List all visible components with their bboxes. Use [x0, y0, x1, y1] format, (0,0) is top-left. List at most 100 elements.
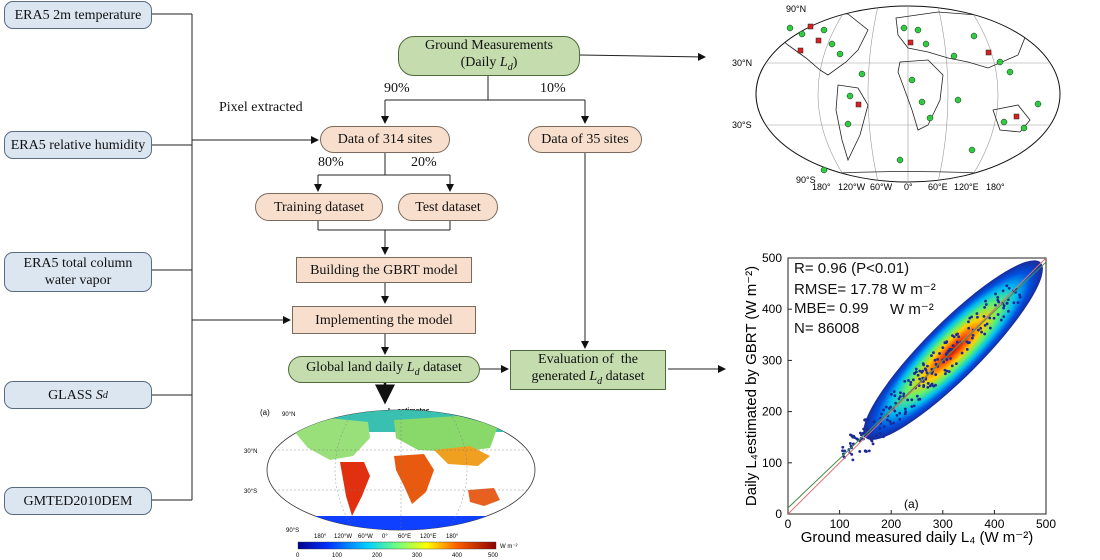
site-map-lon-label: 60°E [928, 182, 948, 192]
scatter-point [912, 404, 916, 408]
scatter-point [982, 314, 986, 318]
ld-map-lat-label: 90°S [286, 528, 299, 534]
source-era5-humidity: ERA5 relative humidity [4, 131, 152, 159]
scatter-point [862, 427, 866, 431]
site-distribution-map: 90°N 30°N 30°S 90°S 180° 120°W 60°W 0° 6… [728, 0, 1100, 192]
source-era5-water-vapor: ERA5 total column water vapor [4, 252, 152, 292]
colorbar-tick: 0 [296, 553, 300, 559]
y-tick-label: 200 [762, 405, 782, 419]
scatter-point [996, 296, 1000, 299]
site-map-lon-label: 120°E [954, 182, 979, 192]
scatter-point [926, 364, 929, 368]
scatter-point [903, 379, 907, 383]
global-dataset-label: Global land daily Ld dataset [306, 359, 462, 378]
site-map-lat-label: 30°S [732, 120, 752, 130]
stat-mbe: MBE= 0.99 [794, 300, 869, 317]
site-map-lon-label: 0° [904, 182, 913, 192]
source-label: ERA5 2m temperature [14, 7, 142, 23]
scatter-point [988, 326, 992, 330]
x-tick-label: 500 [1036, 517, 1056, 531]
global-dataset-box: Global land daily Ld dataset [288, 356, 480, 383]
scatter-point [984, 303, 988, 306]
scatter-point [870, 437, 874, 440]
scatter-point [907, 379, 910, 382]
evaluation-box: Evaluation of the generated Ld dataset [510, 350, 666, 390]
scatter-panel-label: (a) [904, 497, 919, 511]
scatter-point [850, 452, 854, 456]
scatter-point [1002, 304, 1006, 308]
stat-r: R= 0.96 (P<0.01) [794, 260, 910, 277]
scatter-point [999, 318, 1003, 322]
scatter-point [996, 298, 1000, 302]
scatter-point [843, 449, 847, 453]
scatter-point [848, 442, 852, 445]
scatter-point [914, 367, 918, 371]
scatter-point [917, 398, 921, 401]
ld-map-svg: (a) Ld estimates 90°N 30°N 30°S 90°S 180… [244, 408, 536, 559]
scatter-point [942, 360, 945, 364]
scatter-point [1018, 293, 1022, 297]
scatter-point [902, 392, 906, 396]
scatter-point [910, 398, 914, 402]
scatter-point [949, 357, 952, 360]
scatter-point [889, 392, 893, 396]
scatter-point [993, 303, 997, 307]
scatter-point [934, 362, 938, 366]
scatter-point [979, 326, 983, 330]
scatter-point [913, 372, 917, 375]
sites-314-box: Data of 314 sites [320, 126, 450, 153]
scatter-point [983, 332, 987, 336]
site-map-lat-label: 90°N [786, 4, 806, 14]
ld-map-lat-label: 30°N [244, 449, 257, 455]
ld-map-lon-label: 60°W [358, 534, 373, 540]
scatter-point [889, 405, 892, 409]
scatter-point [955, 340, 959, 344]
scatter-point [1018, 295, 1022, 299]
scatter-point [880, 412, 883, 416]
stat-mbe-unit: W m⁻² [890, 301, 934, 318]
scatter-point [1012, 301, 1016, 305]
colorbar-tick: 100 [332, 553, 343, 559]
one-to-one-line [788, 258, 1046, 514]
pixel-extracted-label: Pixel extracted [219, 100, 303, 115]
scatter-point [950, 364, 954, 368]
source-symbol-sub: d [102, 389, 108, 401]
site-map-lat-label: 30°N [732, 58, 752, 68]
arrow-to-sitemap [579, 52, 706, 61]
evaluation-line1: Evaluation of the [538, 351, 638, 367]
scatter-point [875, 434, 879, 438]
percent-90: 90% [384, 81, 410, 96]
test-dataset-box: Test dataset [398, 193, 498, 221]
y-tick-label: 500 [762, 251, 782, 265]
ld-map-lon-label: 120°E [420, 534, 436, 540]
scatter-point [930, 382, 934, 386]
scatter-point [967, 326, 971, 330]
scatter-point [915, 394, 919, 398]
scatter-point [899, 391, 902, 395]
y-tick-label: 300 [762, 353, 782, 367]
scatter-point [866, 427, 869, 431]
fit-line [788, 261, 1046, 509]
scatter-point [934, 383, 937, 387]
percent-10: 10% [540, 81, 566, 96]
scatter-point [922, 385, 926, 389]
scatter-point [867, 449, 871, 453]
scatter-point [882, 435, 885, 439]
scatter-point [944, 372, 947, 376]
scatter-point [889, 422, 893, 425]
stat-n: N= 86008 [794, 320, 860, 337]
scatter-point [933, 358, 937, 362]
ld-map-lon-label: 120°W [334, 534, 352, 540]
scatter-point [924, 368, 928, 372]
scatter-point [975, 312, 979, 315]
scatter-point [898, 418, 902, 421]
scatter-point [882, 408, 886, 412]
scatter-point [872, 420, 876, 424]
scatter-point [886, 418, 889, 422]
scatter-point [882, 425, 886, 429]
scatter-point [947, 370, 951, 373]
scatter-point [985, 322, 989, 326]
